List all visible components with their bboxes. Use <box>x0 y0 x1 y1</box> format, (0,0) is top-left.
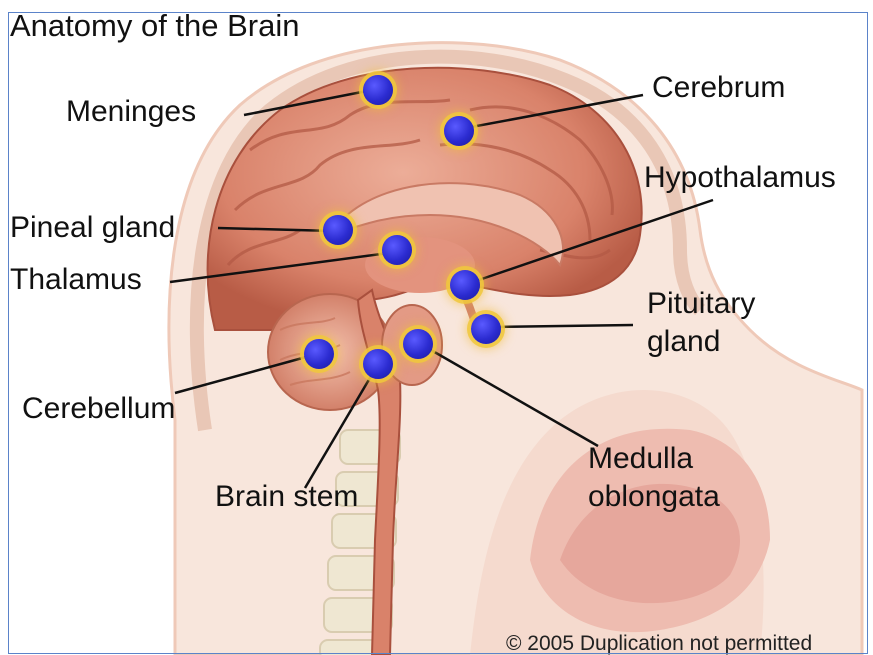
cerebellum-marker <box>304 339 334 369</box>
copyright-notice: © 2005 Duplication not permitted <box>506 632 812 655</box>
label-hypothalamus: Hypothalamus <box>644 159 836 197</box>
label-pituitary-line1: Pituitary <box>647 285 755 323</box>
pineal-gland-marker <box>323 215 353 245</box>
label-medulla-oblongata: Medulla oblongata <box>588 440 720 516</box>
label-cerebrum: Cerebrum <box>652 69 785 107</box>
meninges-marker <box>363 75 393 105</box>
hypothalamus-marker <box>450 270 480 300</box>
diagram-title: Anatomy of the Brain <box>10 8 300 44</box>
label-pineal-gland: Pineal gland <box>10 209 175 247</box>
pituitary-gland-marker <box>471 314 501 344</box>
medulla-oblongata-marker <box>403 329 433 359</box>
label-medulla-line2: oblongata <box>588 478 720 516</box>
label-brain-stem: Brain stem <box>215 478 358 516</box>
thalamus-marker <box>382 235 412 265</box>
cerebrum-marker <box>444 116 474 146</box>
label-pituitary-gland: Pituitary gland <box>647 285 755 361</box>
label-pituitary-line2: gland <box>647 323 755 361</box>
label-cerebellum: Cerebellum <box>22 390 175 428</box>
brain-stem-marker <box>363 349 393 379</box>
label-thalamus: Thalamus <box>10 261 142 299</box>
label-medulla-line1: Medulla <box>588 440 720 478</box>
label-meninges: Meninges <box>66 93 196 131</box>
